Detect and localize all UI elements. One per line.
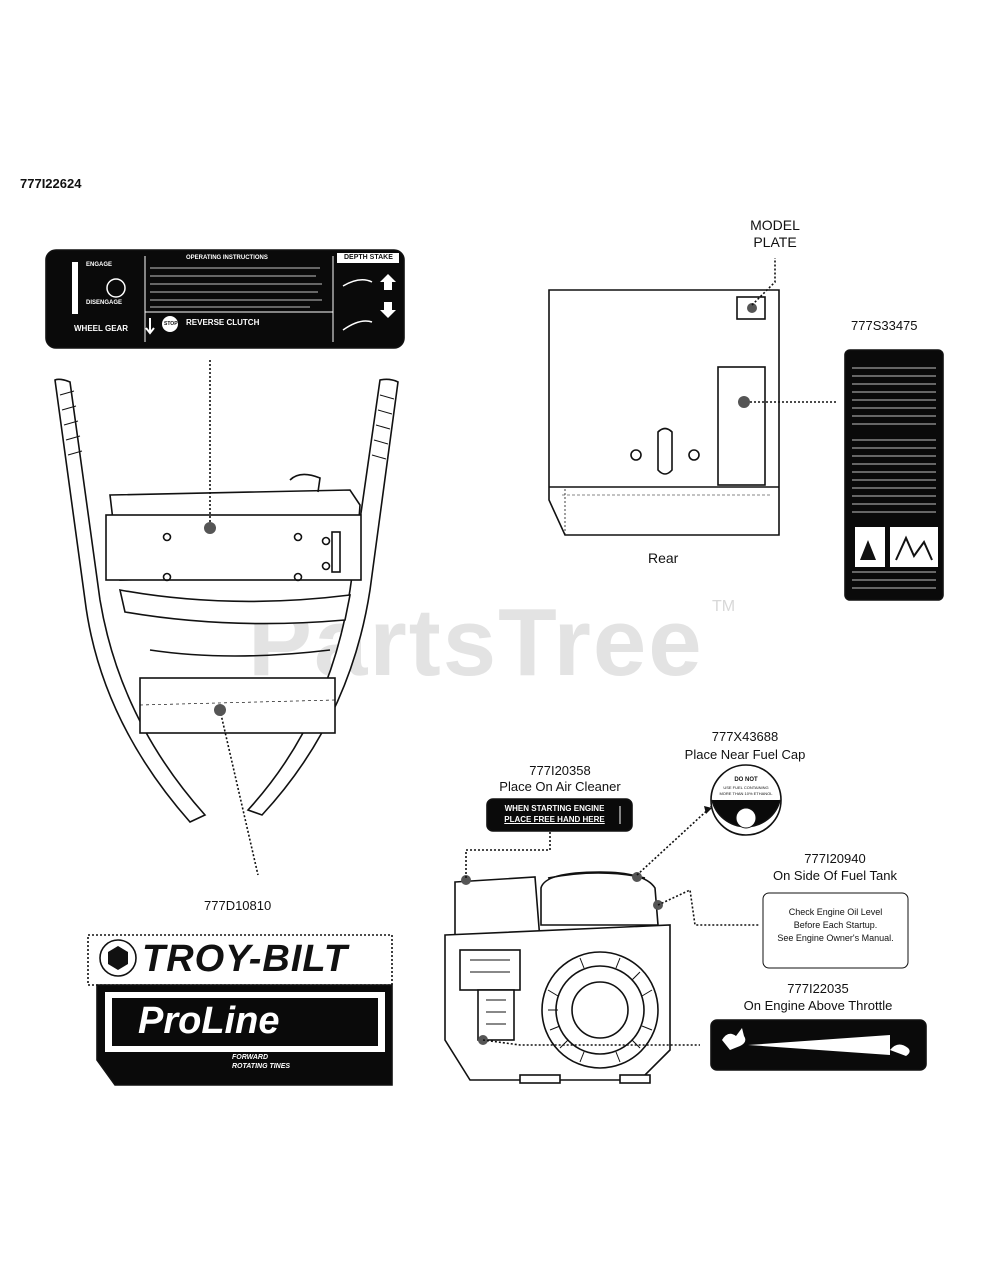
fuel-cap-decal-line1: DO NOT (734, 777, 758, 783)
operating-decal-stop: STOP (164, 321, 178, 327)
proline-decal-subtitle-1: FORWARD (232, 1054, 269, 1061)
fuel-cap-decal-part-number: 777X43688 (711, 729, 779, 744)
model-plate-label-line1: MODEL (750, 217, 800, 233)
proline-decal (87, 934, 393, 1086)
throttle-placement-label: On Engine Above Throttle (743, 998, 893, 1013)
operating-decal-instructions-title: OPERATING INSTRUCTIONS (186, 255, 268, 261)
fuel-tank-placement-label: On Side Of Fuel Tank (772, 868, 898, 883)
rear-view-label: Rear (648, 550, 679, 566)
proline-decal-model: ProLine (138, 1000, 280, 1042)
operating-decal (45, 249, 405, 349)
operating-decal-engage: ENGAGE (86, 262, 113, 268)
engine-drawing (444, 871, 671, 1084)
operating-decal-depth-stake: DEPTH STAKE (344, 254, 393, 261)
air-cleaner-decal (486, 798, 633, 832)
fuel-tank-decal-part-number: 777I20940 (804, 851, 866, 866)
air-cleaner-decal-line2: PLACE FREE HAND HERE (504, 815, 605, 824)
proline-decal-brand: TROY-BILT (142, 938, 348, 980)
proline-decal-subtitle-2: ROTATING TINES (232, 1063, 291, 1070)
operating-decal-wheel-gear: WHEEL GEAR (74, 324, 129, 333)
model-plate-label-line2: PLATE (753, 234, 797, 250)
fuel-tank-decal-line1: Check Engine Oil Level (788, 907, 883, 917)
fuel-cap-decal-line3: MORE THAN 10% ETHANOL (719, 791, 773, 796)
fuel-tank-decal (762, 892, 909, 969)
proline-decal-mount-area (139, 677, 336, 734)
operating-decal-reverse-clutch: REVERSE CLUTCH (186, 318, 260, 327)
fuel-tank-decal-line3: See Engine Owner's Manual. (777, 933, 894, 943)
fuel-cap-decal-line2: USE FUEL CONTAINING (723, 785, 769, 790)
air-cleaner-placement-label: Place On Air Cleaner (499, 779, 621, 794)
air-cleaner-decal-line1: WHEN STARTING ENGINE (504, 804, 605, 813)
throttle-decal-part-number: 777I22035 (787, 981, 849, 996)
fuel-cap-placement-label: Place Near Fuel Cap (684, 747, 806, 762)
fuel-tank-decal-line2: Before Each Startup. (793, 920, 878, 930)
operating-decal-mount-plate (105, 514, 362, 581)
diagram-part-number: 777I22624 (20, 176, 82, 191)
air-cleaner-decal-part-number: 777I20358 (529, 763, 591, 778)
proline-decal-part-number: 777D10810 (204, 898, 272, 913)
warning-label-part-number: 777S33475 (851, 318, 918, 333)
trademark-mark: TM (712, 598, 736, 615)
warning-decal-mount-area (717, 366, 766, 486)
operating-decal-disengage: DISENGAGE (86, 300, 123, 306)
